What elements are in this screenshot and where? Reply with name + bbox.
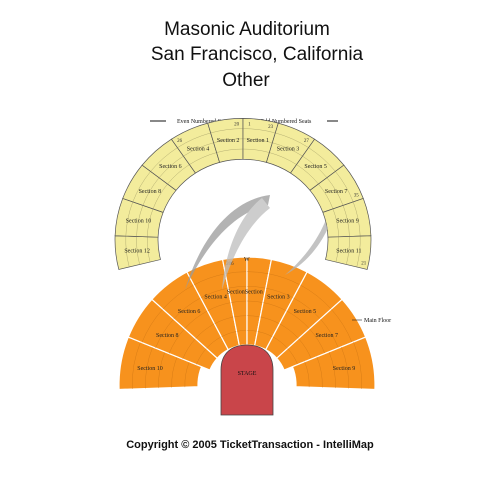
floor-section-label: Section 3 bbox=[267, 294, 290, 300]
balcony-row-line bbox=[356, 236, 361, 267]
floor-section-label: Section 8 bbox=[156, 333, 179, 339]
floor-row-line bbox=[304, 361, 310, 388]
floor-section-label: Section 10 bbox=[137, 366, 163, 372]
balcony-row-line bbox=[132, 171, 151, 202]
floor-row-line bbox=[132, 341, 141, 390]
floor-row-line bbox=[293, 297, 321, 320]
balcony-section-label: Section 12 bbox=[124, 249, 150, 255]
floor-row-line bbox=[173, 297, 201, 320]
floor-row-line bbox=[341, 346, 349, 389]
balcony-section-label: Section 11 bbox=[336, 249, 361, 255]
balcony-section-label: Section 7 bbox=[325, 189, 348, 195]
balcony-row-number: 23 bbox=[268, 125, 274, 130]
balcony-row-line bbox=[150, 147, 178, 172]
venue-title: Masonic Auditorium bbox=[164, 19, 330, 40]
floor-section-label: Section 5 bbox=[294, 309, 317, 315]
copyright-notice: Copyright © 2005 TicketTransaction - Int… bbox=[126, 439, 374, 451]
floor-row-line bbox=[158, 351, 166, 389]
floor-row-line bbox=[162, 284, 194, 310]
floor-row-line bbox=[331, 309, 353, 343]
balcony-section-label: Section 1 bbox=[247, 138, 270, 144]
stage-label: STAGE bbox=[238, 371, 257, 377]
balcony-sections: Section 12 Section 10 Section 8 Section 6 Se… bbox=[114, 118, 372, 270]
odd-seats-label: Odd Numbered Seats bbox=[260, 119, 312, 125]
venue-location: San Francisco, California bbox=[150, 44, 364, 65]
floor-section-label: Section 6 bbox=[178, 309, 201, 315]
floor-section-label: Section 2 bbox=[227, 289, 250, 295]
balcony-row-line bbox=[353, 201, 361, 237]
balcony-row-number: 27 bbox=[304, 139, 310, 144]
floor-section-label: Section 7 bbox=[315, 333, 338, 339]
floor-row-line bbox=[316, 356, 323, 388]
even-seats-label: Even Numbered Seats bbox=[177, 119, 231, 125]
balcony-section-label: Section 2 bbox=[217, 138, 240, 144]
balcony-row-line bbox=[335, 171, 354, 202]
balcony-section-label: Section 10 bbox=[126, 219, 152, 225]
balcony-section-label: Section 8 bbox=[139, 189, 162, 195]
balcony-row-number: 1 bbox=[248, 122, 251, 127]
floor-row-line bbox=[141, 309, 163, 343]
floor-row-line bbox=[328, 351, 336, 389]
stage[interactable] bbox=[220, 344, 274, 416]
balcony-row-number: 26 bbox=[177, 139, 183, 144]
floor-row-line bbox=[300, 284, 332, 310]
floor-row-line bbox=[171, 356, 178, 388]
balcony-row-line bbox=[346, 236, 350, 265]
balcony-row-line bbox=[275, 132, 309, 148]
balcony-row-line bbox=[335, 236, 339, 263]
balcony-section-label: Section 3 bbox=[277, 146, 300, 152]
balcony-section-12[interactable] bbox=[325, 235, 372, 270]
main-floor-label: Main Floor bbox=[364, 318, 391, 324]
floor-section-label: Section 1 bbox=[245, 289, 268, 295]
floor-section-label: Section 9 bbox=[333, 366, 356, 372]
balcony-row-number: 21 bbox=[361, 261, 367, 266]
balcony-row-line bbox=[308, 147, 336, 172]
balcony-section-label: Section 9 bbox=[336, 219, 359, 225]
balcony-row-line bbox=[177, 132, 211, 148]
aisle-marker-left: W bbox=[244, 257, 250, 263]
floor-row-line bbox=[320, 318, 339, 349]
floor-row-line bbox=[353, 341, 362, 390]
balcony-row-number: 35 bbox=[354, 193, 360, 198]
floor-section-label: Section 4 bbox=[204, 294, 227, 300]
balcony-section-label: Section 4 bbox=[187, 146, 210, 152]
balcony-section-label: Section 5 bbox=[304, 164, 327, 170]
balcony-row-number: 20 bbox=[234, 122, 240, 127]
balcony-row-line bbox=[125, 201, 133, 237]
floor-row-line bbox=[155, 318, 174, 349]
floor-section-10[interactable] bbox=[291, 336, 376, 391]
swoosh-logo-icon bbox=[185, 195, 328, 290]
floor-row-line bbox=[145, 346, 153, 389]
event-configuration: Other bbox=[222, 70, 270, 91]
balcony-section-label: Section 6 bbox=[159, 164, 182, 170]
